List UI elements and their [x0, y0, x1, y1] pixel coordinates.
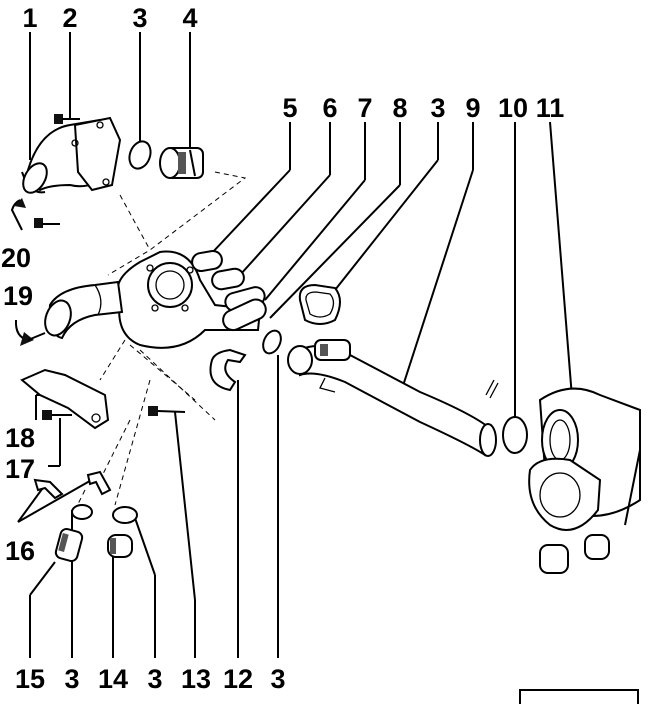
callout-3-top: 3: [132, 3, 147, 33]
callout-6: 6: [322, 93, 337, 123]
callout-10: 10: [498, 93, 528, 123]
callout-18: 18: [5, 423, 35, 453]
callout-7: 7: [357, 93, 372, 123]
callout-5: 5: [282, 93, 297, 123]
callout-4: 4: [182, 3, 197, 33]
o-ring-10: [502, 416, 528, 454]
callout-9: 9: [465, 93, 480, 123]
callout-8: 8: [392, 93, 407, 123]
callout-1: 1: [22, 3, 37, 33]
callout-17: 17: [5, 454, 35, 484]
callout-20: 20: [1, 243, 31, 273]
arrow-20-icon: [10, 198, 26, 231]
callout-13: 13: [181, 664, 211, 694]
o-ring-3-lower-right: [112, 506, 138, 524]
callout-3-upper-mid: 3: [430, 93, 445, 123]
sensor-14: [107, 534, 133, 558]
callout-3-bottom-1: 3: [64, 664, 79, 694]
callout-11: 11: [536, 93, 565, 123]
figure-reference-box: [519, 689, 639, 704]
callout-15: 15: [15, 664, 45, 694]
coolant-hose-left: [44, 280, 124, 340]
callout-12: 12: [223, 664, 253, 694]
callout-3-bottom-2: 3: [147, 664, 162, 694]
coolant-housing: [116, 249, 267, 349]
screw-13: [148, 406, 186, 416]
clip-16: [33, 470, 112, 500]
assembly-dashed-lines: [74, 171, 247, 511]
screw-lower: [34, 218, 60, 228]
screw-2: [54, 114, 80, 124]
o-ring-3-top: [128, 140, 152, 170]
flange-cover-1: [71, 116, 122, 192]
callouts-bottom: 15 3 14 3 13 12 3: [15, 664, 286, 694]
callout-14: 14: [98, 664, 128, 694]
o-ring-3-mid: [262, 329, 282, 355]
leader-lines: [17, 32, 574, 658]
sensor-15: [54, 528, 84, 562]
gasket-3-mid: [298, 283, 341, 325]
water-pump-11: [485, 379, 641, 574]
callout-19: 19: [3, 281, 33, 311]
callout-16: 16: [5, 536, 35, 566]
callout-3-bottom-3: 3: [270, 664, 285, 694]
callouts-top: 1 2 3 4 5 6 7 8 3 9 10 11: [22, 3, 564, 123]
coolant-pipe-9: [287, 339, 497, 457]
callout-2: 2: [62, 3, 77, 33]
bracket-18: [20, 368, 110, 430]
callouts-left: 20 19 18 17 16: [1, 243, 35, 566]
thermostat-4: [159, 147, 204, 179]
o-ring-3-lower-left: [71, 504, 93, 520]
arrow-19-icon: [14, 319, 46, 346]
clip-12: [209, 348, 247, 392]
